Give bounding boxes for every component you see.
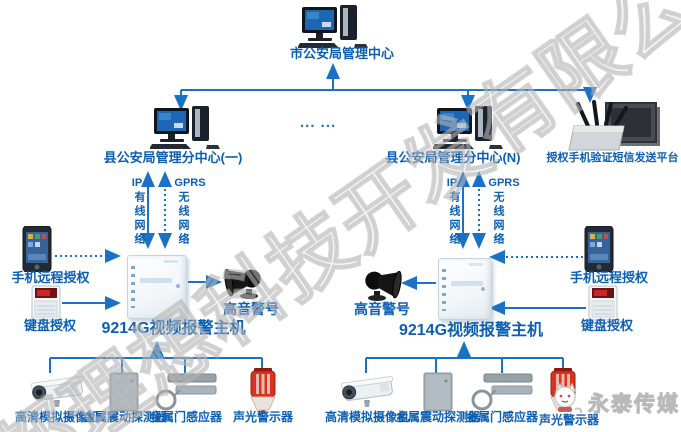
sms-platform-router-icon bbox=[566, 98, 666, 159]
alarm-host-label-right: 9214G视频报警主机 bbox=[398, 322, 544, 339]
alarm-host-label-left: 9214G视频报警主机 bbox=[101, 320, 246, 337]
keypad-auth-label-right: 键盘授权 bbox=[580, 318, 633, 333]
phone-auth-label-left: 手机远程授权 bbox=[11, 270, 90, 285]
camera-label-left: 高清模拟摄像机 bbox=[14, 410, 99, 424]
door-sensor-label-right: 金属门感应器 bbox=[465, 410, 538, 424]
door-sensor-label-left: 金属门感应器 bbox=[149, 410, 222, 424]
ellipsis-between-centers: ... ... bbox=[300, 114, 337, 131]
sound-light-alarm-label-left: 声光警示器 bbox=[232, 410, 293, 424]
yongtai-media-logo-text: 永泰传媒 bbox=[588, 393, 680, 417]
siren-label-right: 高音警号 bbox=[354, 301, 410, 317]
door-sensor-icon-right bbox=[468, 372, 534, 417]
keypad-auth-label-left: 键盘授权 bbox=[23, 318, 76, 333]
phone-auth-label-right: 手机远程授权 bbox=[569, 270, 648, 285]
county-center-n-label: 县公安局管理分中心(N) bbox=[385, 150, 521, 165]
camera-icon-right bbox=[336, 374, 398, 415]
alarm-host-box-right bbox=[438, 258, 492, 320]
vibration-detector-label-right: 金属震动探测器 bbox=[395, 410, 480, 424]
camera-label-right: 高清模拟摄像机 bbox=[324, 410, 409, 424]
keypad-icon-left bbox=[31, 285, 61, 326]
ip-title-right: IP bbox=[446, 177, 458, 189]
vibration-detector-icon-left bbox=[108, 371, 140, 418]
vibration-detector-label-left: 金属震动探测器 bbox=[82, 410, 167, 424]
ip-subtitle-right: 有线网络 bbox=[448, 191, 460, 247]
gprs-title-right: GPRS bbox=[488, 177, 520, 189]
sound-light-alarm-icon-left bbox=[246, 368, 280, 419]
gprs-subtitle-left: 无线网络 bbox=[177, 191, 189, 247]
county-center-n-computer-icon bbox=[432, 104, 503, 155]
vibration-detector-icon-right bbox=[422, 371, 454, 418]
city-center-label: 市公安局管理中心 bbox=[289, 46, 394, 61]
sms-platform-label: 授权手机验证短信发送平台 bbox=[546, 152, 679, 164]
ip-title-left: IP bbox=[131, 177, 143, 189]
city-center-computer-icon bbox=[297, 3, 368, 54]
alarm-host-box-left bbox=[127, 255, 187, 319]
sound-light-alarm-label-right: 声光警示器 bbox=[538, 413, 599, 427]
yongtai-mascot-icon bbox=[548, 382, 588, 422]
gprs-title-left: GPRS bbox=[174, 177, 206, 189]
phone-icon-right bbox=[584, 225, 614, 277]
ip-subtitle-left: 有线网络 bbox=[133, 191, 145, 247]
county-center-1-computer-icon bbox=[149, 104, 220, 155]
phone-icon-left bbox=[22, 225, 52, 277]
siren-icon-left bbox=[224, 265, 266, 306]
camera-icon-left bbox=[26, 374, 88, 415]
siren-label-left: 高音警号 bbox=[223, 301, 279, 317]
gprs-subtitle-right: 无线网络 bbox=[492, 191, 504, 247]
siren-icon-right bbox=[360, 267, 402, 308]
door-sensor-icon-left bbox=[152, 372, 218, 417]
keypad-icon-right bbox=[588, 285, 618, 326]
county-center-1-label: 县公安局管理分中心(一) bbox=[103, 150, 243, 165]
